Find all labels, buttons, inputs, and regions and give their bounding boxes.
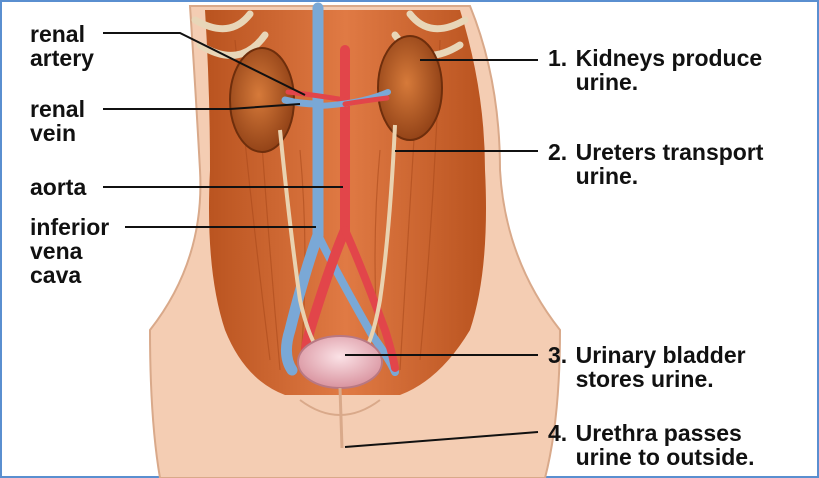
label-ureters: 2. Ureters transport urine.	[548, 140, 763, 188]
label-kidneys: 1. Kidneys produce urine.	[548, 46, 762, 94]
label-bladder-number: 3.	[548, 342, 567, 368]
label-renal-vein: renal vein	[30, 97, 85, 145]
renal-vein-left	[285, 100, 318, 104]
label-bladder: 3. Urinary bladder stores urine.	[548, 343, 746, 391]
urethra	[340, 388, 342, 448]
label-urethra: 4. Urethra passes urine to outside.	[548, 421, 754, 469]
label-kidneys-number: 1.	[548, 45, 567, 71]
label-urethra-number: 4.	[548, 420, 567, 446]
label-aorta: aorta	[30, 175, 86, 199]
right-kidney	[378, 36, 442, 140]
label-inferior-vena-cava: inferior vena cava	[30, 215, 109, 287]
urinary-bladder	[298, 336, 382, 388]
label-bladder-text: Urinary bladder stores urine.	[576, 343, 746, 391]
label-kidneys-text: Kidneys produce urine.	[576, 46, 763, 94]
label-ureters-text: Ureters transport urine.	[576, 140, 764, 188]
label-ureters-number: 2.	[548, 139, 567, 165]
label-renal-artery: renal artery	[30, 22, 94, 70]
label-urethra-text: Urethra passes urine to outside.	[576, 421, 755, 469]
